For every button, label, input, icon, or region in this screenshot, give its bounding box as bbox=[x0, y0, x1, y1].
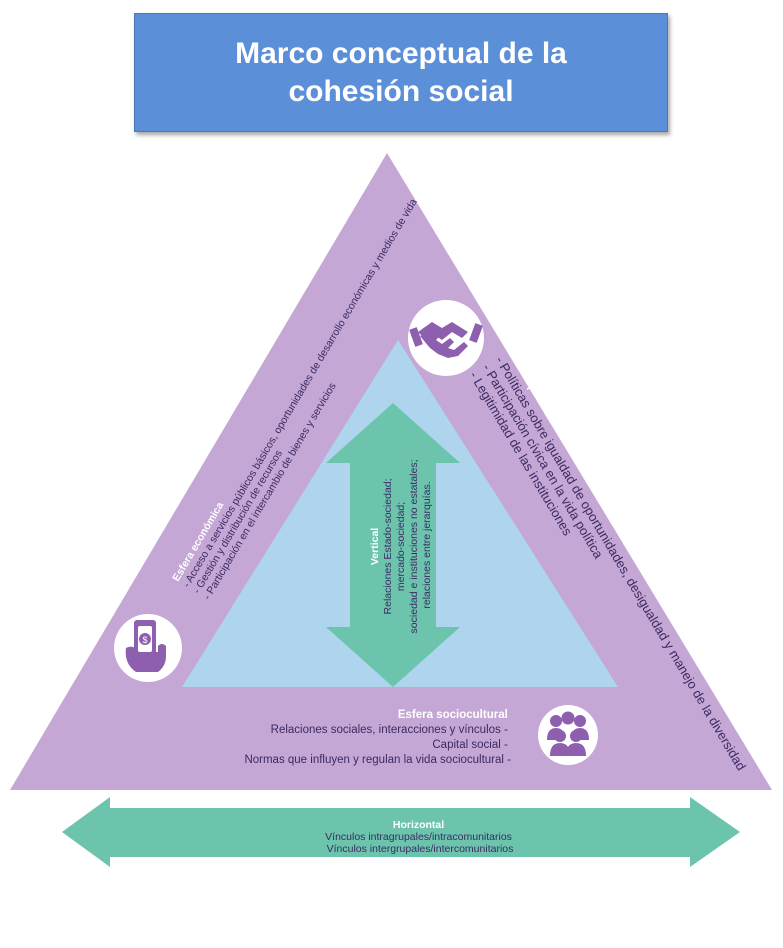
title-line-1: Marco conceptual de la bbox=[235, 36, 567, 70]
group-icon bbox=[538, 705, 598, 765]
sociocultural-item-3: Normas que influyen y regulan la vida so… bbox=[244, 754, 511, 766]
vertical-line-3: sociedad e instituciones no estatales; bbox=[408, 459, 420, 633]
money-hand-icon: $ bbox=[114, 614, 182, 682]
vertical-line-4: relaciones entre jerarquías. bbox=[421, 481, 433, 608]
vertical-line-2: mercado-sociedad; bbox=[395, 502, 407, 591]
vertical-text: Vertical Relaciones Estado-sociedad; mer… bbox=[369, 457, 433, 634]
sociocultural-heading: Esfera sociocultural bbox=[398, 709, 508, 721]
vertical-arrow bbox=[326, 403, 460, 687]
horizontal-line-1: Vínculos intragrupales/intracomunitarios bbox=[325, 831, 512, 843]
horizontal-heading: Horizontal bbox=[393, 819, 444, 831]
title-line-2: cohesión social bbox=[288, 74, 514, 108]
svg-text:$: $ bbox=[142, 635, 147, 645]
vertical-line-1: Relaciones Estado-sociedad; bbox=[382, 478, 394, 614]
horizontal-arrow bbox=[62, 797, 740, 867]
page-title: Marco conceptual de la cohesión social bbox=[235, 35, 567, 111]
sociocultural-item-2: Capital social - bbox=[432, 739, 508, 751]
horizontal-text: Horizontal Vínculos intragrupales/intrac… bbox=[325, 819, 515, 855]
sociocultural-sphere: Esfera sociocultural Relaciones sociales… bbox=[244, 709, 511, 766]
sociocultural-item-1: Relaciones sociales, interacciones y vín… bbox=[271, 724, 508, 736]
handshake-icon bbox=[408, 300, 484, 376]
title-box: Marco conceptual de la cohesión social bbox=[134, 13, 668, 132]
vertical-heading: Vertical bbox=[369, 528, 381, 565]
horizontal-line-2: Vínculos intergrupales/intercomunitarios bbox=[327, 843, 514, 855]
